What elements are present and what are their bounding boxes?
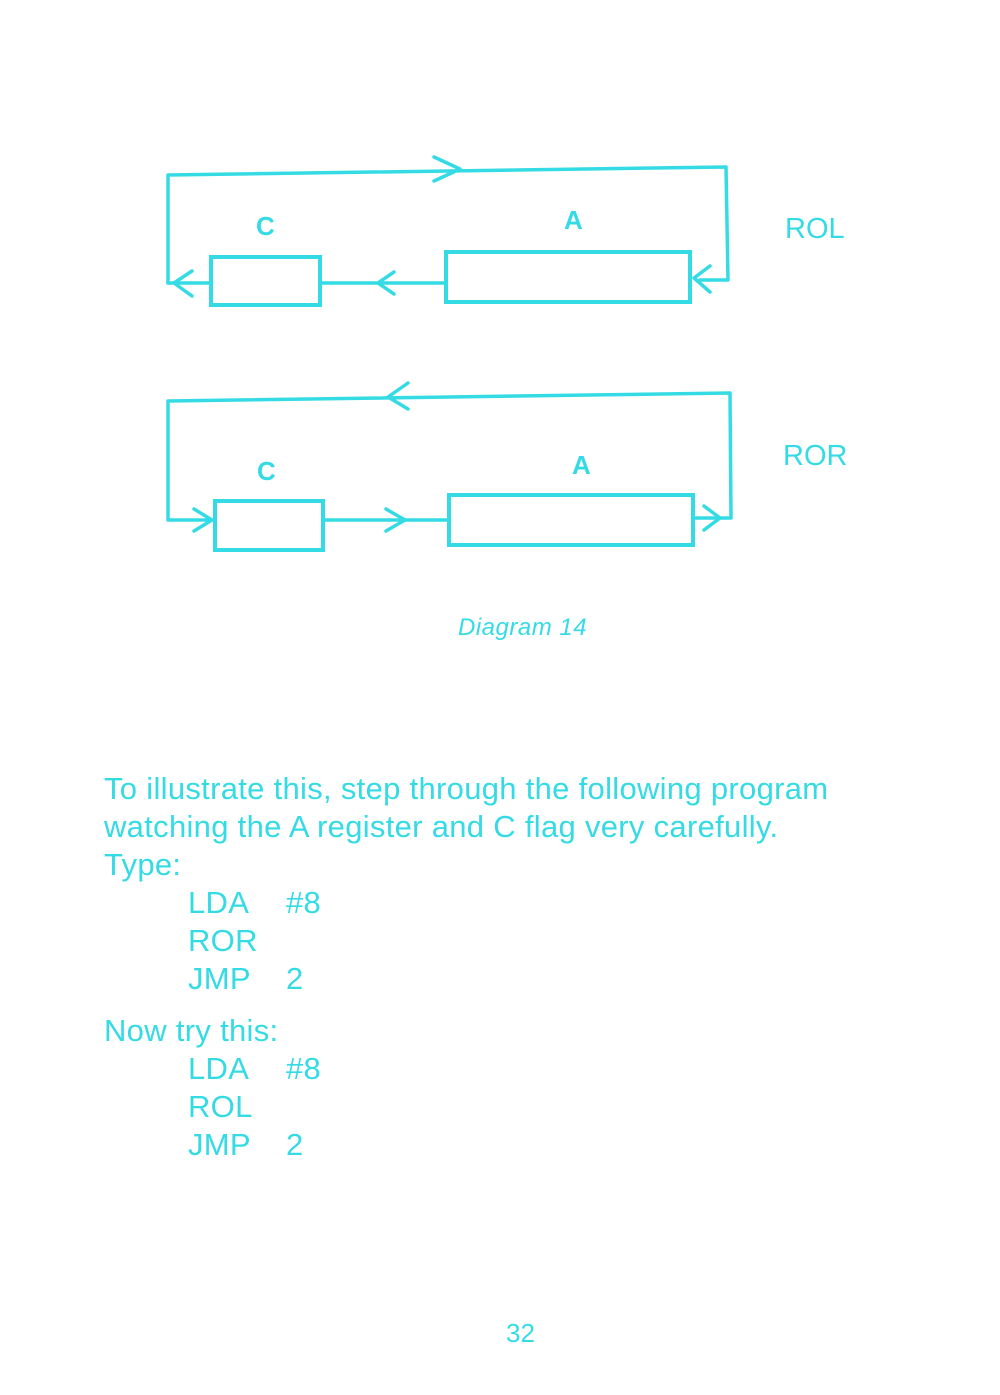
code-line: ROL [188, 1088, 828, 1126]
diagram-caption: Diagram 14 [458, 614, 588, 641]
ror-c-to-a-arrow [384, 507, 407, 533]
rol-entry-arrow-a [692, 264, 712, 294]
type-label: Type: [104, 847, 182, 882]
operand: #8 [286, 1051, 322, 1086]
opcode: LDA [188, 885, 250, 920]
ror-side-label: ROR [783, 440, 847, 472]
code-line: LDA #8 [188, 884, 828, 922]
rotate-diagram: C A ROL C A ROR [166, 155, 847, 552]
rol-a-to-c-arrow [376, 270, 396, 296]
rol-a-box [444, 250, 692, 304]
rol-a-label: A [564, 205, 583, 235]
ror-a-label: A [572, 450, 591, 480]
operand: 2 [286, 1127, 304, 1162]
rol-diagram: C A ROL [166, 155, 845, 307]
ror-entry-arrow-c [192, 507, 214, 533]
ror-a-exit-arrow [702, 504, 722, 532]
code-line: JMP 2 [188, 960, 828, 998]
ror-diagram: C A ROR [166, 381, 847, 552]
ror-feedback-loop [166, 391, 733, 522]
rol-c-box [209, 255, 322, 307]
rol-side-label: ROL [785, 213, 845, 245]
now-try-label: Now try this: [104, 1013, 279, 1048]
program-listing-2: LDA #8 ROL JMP 2 [188, 1050, 828, 1164]
code-line: LDA #8 [188, 1050, 828, 1088]
intro-line-1: To illustrate this, step through the fol… [104, 771, 829, 806]
ror-c-label: C [257, 456, 276, 486]
page-number: 32 [506, 1318, 535, 1348]
ror-c-box [213, 499, 325, 552]
ror-a-box [447, 493, 695, 547]
code-line: ROR [188, 922, 828, 960]
program-listing-1: LDA #8 ROR JMP 2 [188, 884, 828, 998]
operand: 2 [286, 961, 304, 996]
opcode: ROR [188, 923, 258, 958]
opcode: LDA [188, 1051, 250, 1086]
rol-c-exit-arrow [172, 269, 194, 298]
code-line: JMP 2 [188, 1126, 828, 1164]
opcode: JMP [188, 1127, 251, 1162]
rol-feedback-loop [166, 165, 730, 285]
rol-c-label: C [256, 211, 275, 241]
rol-top-arrow [432, 155, 462, 183]
opcode: JMP [188, 961, 251, 996]
ror-top-arrow [386, 381, 410, 411]
intro-line-2: watching the A register and C flag very … [104, 809, 779, 844]
operand: #8 [286, 885, 322, 920]
body-text: To illustrate this, step through the fol… [104, 770, 828, 1164]
opcode: ROL [188, 1089, 253, 1124]
